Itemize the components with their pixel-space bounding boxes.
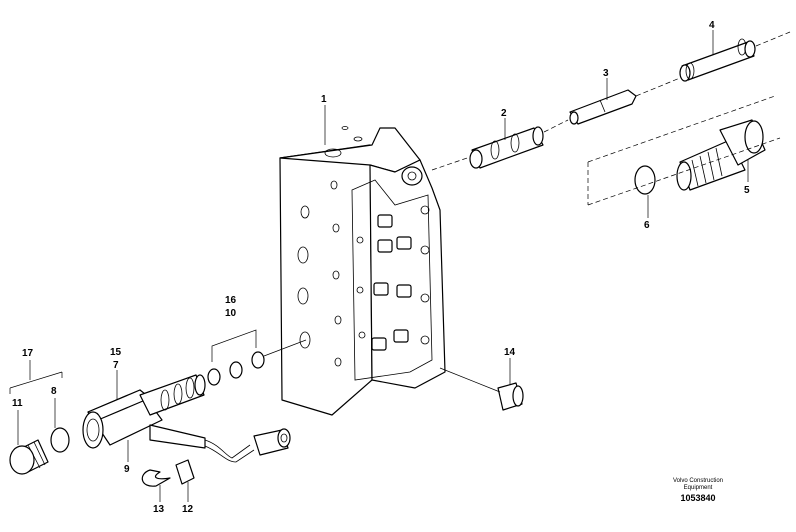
callout-7: 7 [113,360,119,371]
assembly-bracket-5-6 [587,95,781,206]
document-number: 1053840 [680,493,715,503]
callout-8: 8 [51,386,57,397]
plunger-pin-part [569,89,637,125]
callout-11: 11 [12,398,23,409]
valve-body-part [279,126,446,416]
clips-12-13-part [141,459,195,487]
threaded-plug-part [676,119,766,191]
callout-13: 13 [153,504,165,515]
plug-14-part [439,367,524,411]
callout-3: 3 [603,68,609,79]
brand-line-2: Equipment [684,485,713,491]
spool-sleeve-part [469,126,544,169]
o-rings-10-16-part [207,329,307,386]
brand-line-1: Volvo Construction [673,478,723,484]
callout-16: 16 [225,295,237,306]
callout-labels: 1 2 3 4 5 6 7 8 9 10 11 12 13 14 15 16 1… [12,20,750,515]
callout-17: 17 [22,348,34,359]
solenoid-valve-part [82,374,291,463]
callout-10: 10 [225,308,237,319]
callout-15: 15 [110,347,122,358]
callout-4: 4 [709,20,715,31]
callout-2: 2 [501,108,507,119]
assembly-bracket-17 [9,371,63,394]
footer: Volvo Construction Equipment 1053840 [673,478,723,503]
leader-lines [17,30,749,502]
o-ring-6-part [634,165,656,195]
assembly-axis-line [431,31,791,171]
callout-6: 6 [644,220,650,231]
callout-1: 1 [321,94,327,105]
spring-tube-part [679,38,756,82]
o-ring-8-part [50,427,70,453]
callout-14: 14 [504,347,516,358]
callout-12: 12 [182,504,194,515]
callout-5: 5 [744,185,750,196]
callout-9: 9 [124,464,130,475]
cap-nut-part [9,439,49,475]
